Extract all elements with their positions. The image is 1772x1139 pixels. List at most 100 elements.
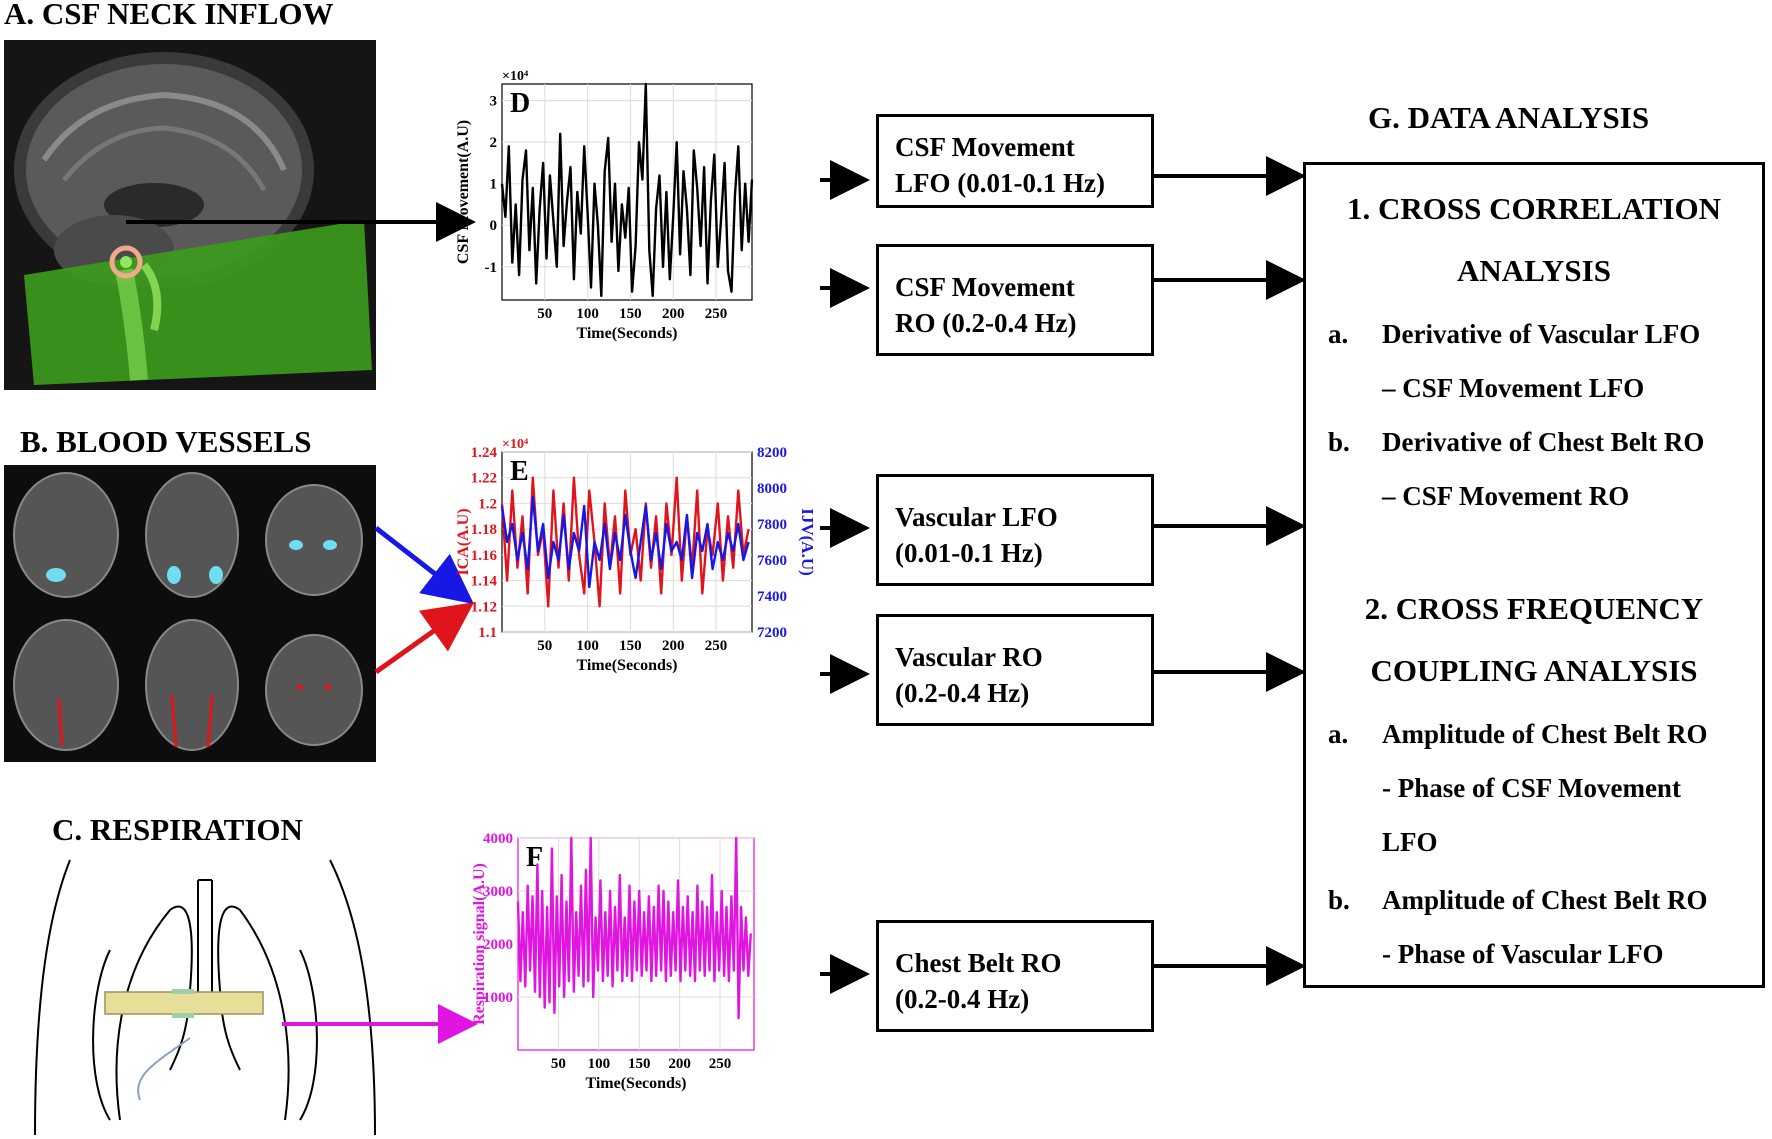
item-2b-line1: Amplitude of Chest Belt RO bbox=[1382, 885, 1708, 915]
series-line-ijv bbox=[500, 495, 750, 589]
y-right-axis-label: IJV(A.U) bbox=[798, 508, 817, 576]
x-axis-label: Time(Seconds) bbox=[585, 1075, 686, 1092]
box-csf-ro-line1: CSF Movement bbox=[895, 272, 1075, 302]
y-right-tick-label: 7400 bbox=[757, 589, 787, 605]
panel-label: F bbox=[526, 842, 543, 873]
x-tick-label: 200 bbox=[662, 638, 685, 654]
y-tick-label: 3 bbox=[490, 94, 498, 110]
item-1b-line1: Derivative of Chest Belt RO bbox=[1382, 427, 1705, 457]
y-axis-label: Respiration signal(A.U) bbox=[471, 863, 488, 1025]
box-chest-belt-ro: Chest Belt RO (0.2-0.4 Hz) bbox=[876, 920, 1154, 1032]
section-title-c: C. RESPIRATION bbox=[52, 812, 303, 847]
item-2a-line3: LFO bbox=[1382, 827, 1438, 857]
y-tick-label: 1.22 bbox=[471, 471, 497, 487]
x-axis-label: Time(Seconds) bbox=[576, 657, 677, 674]
plot-e-group: 50 100 150 200 250 1.1 1.12 1.14 1.16 1.18 1.2 1.22… bbox=[455, 437, 817, 674]
section-title-a: A. CSF NECK INFLOW bbox=[4, 0, 334, 31]
item-2a-line2: - Phase of CSF Movement bbox=[1382, 773, 1681, 803]
blood-vessels-image bbox=[4, 465, 376, 762]
x-tick-label: 150 bbox=[628, 1056, 651, 1072]
panel-label: D bbox=[510, 88, 530, 119]
vessels-drawing bbox=[13, 472, 363, 751]
x-tick-label: 100 bbox=[576, 306, 599, 322]
y-right-tick-label: 7200 bbox=[757, 625, 787, 641]
x-tick-label: 200 bbox=[662, 306, 685, 322]
y-right-tick-label: 8000 bbox=[757, 481, 787, 497]
box-csf-ro-line2: RO (0.2-0.4 Hz) bbox=[895, 308, 1077, 338]
y-tick-label: 0 bbox=[490, 218, 498, 234]
item-2a-marker: a. bbox=[1328, 719, 1349, 749]
y-tick-label: 1.2 bbox=[478, 496, 497, 512]
y-right-tick-label: 7800 bbox=[757, 517, 787, 533]
cross-frequency-heading-1: 2. CROSS FREQUENCY bbox=[1364, 591, 1704, 626]
y-right-tick-label: 8200 bbox=[757, 445, 787, 461]
box-chest-belt-ro-line2: (0.2-0.4 Hz) bbox=[895, 984, 1030, 1014]
y-tick-label: 1.24 bbox=[471, 445, 498, 461]
exponent-label: ×10⁴ bbox=[502, 437, 529, 452]
item-1a-marker: a. bbox=[1328, 319, 1349, 349]
y-tick-label: 1.16 bbox=[471, 548, 498, 564]
y-tick-label: 2 bbox=[490, 135, 498, 151]
box-vascular-lfo-line2: (0.01-0.1 Hz) bbox=[895, 538, 1043, 568]
x-tick-label: 250 bbox=[705, 306, 728, 322]
y-tick-label: 1000 bbox=[483, 990, 513, 1006]
x-tick-label: 100 bbox=[588, 1056, 611, 1072]
y-tick-label: 1.1 bbox=[478, 625, 497, 641]
y-tick-label: -1 bbox=[485, 260, 498, 276]
x-axis-label: Time(Seconds) bbox=[576, 325, 677, 342]
y-tick-label: 2000 bbox=[483, 937, 513, 953]
section-title-g: G. DATA ANALYSIS bbox=[1368, 100, 1650, 135]
y-axis-label: ICA(A.U) bbox=[455, 508, 472, 575]
y-tick-label: 1.18 bbox=[471, 522, 497, 538]
x-tick-label: 250 bbox=[709, 1056, 732, 1072]
item-2b-line2: - Phase of Vascular LFO bbox=[1382, 939, 1664, 969]
y-tick-label: 1.14 bbox=[471, 574, 498, 590]
box-vascular-ro-line1: Vascular RO bbox=[895, 642, 1043, 672]
y-right-tick-label: 7600 bbox=[757, 553, 787, 569]
x-tick-label: 150 bbox=[619, 306, 642, 322]
x-tick-label: 250 bbox=[705, 638, 728, 654]
box-csf-lfo-line1: CSF Movement bbox=[895, 132, 1075, 162]
item-1a-line1: Derivative of Vascular LFO bbox=[1382, 319, 1701, 349]
y-tick-label: 1.12 bbox=[471, 599, 497, 615]
box-vascular-lfo-line1: Vascular LFO bbox=[895, 502, 1058, 532]
x-tick-label: 200 bbox=[668, 1056, 691, 1072]
x-tick-label: 100 bbox=[576, 638, 599, 654]
item-2b-marker: b. bbox=[1328, 885, 1350, 915]
item-2a-line1: Amplitude of Chest Belt RO bbox=[1382, 719, 1708, 749]
series-line-d bbox=[500, 82, 754, 298]
exponent-label: ×10⁴ bbox=[502, 69, 529, 84]
y-axis-label: CSF Movement(A.U) bbox=[455, 120, 472, 264]
box-csf-lfo: CSF Movement LFO (0.01-0.1 Hz) bbox=[876, 114, 1154, 208]
y-tick-label: 1 bbox=[490, 177, 498, 193]
box-vascular-ro: Vascular RO (0.2-0.4 Hz) bbox=[876, 614, 1154, 726]
section-title-b: B. BLOOD VESSELS bbox=[20, 424, 312, 459]
item-1a-line2: – CSF Movement LFO bbox=[1382, 373, 1645, 403]
y-tick-label: 3000 bbox=[483, 884, 513, 900]
series-line-f bbox=[516, 836, 752, 1020]
x-tick-label: 50 bbox=[537, 306, 552, 322]
box-csf-ro: CSF Movement RO (0.2-0.4 Hz) bbox=[876, 244, 1154, 356]
plot-e-ica-ijv: 50 100 150 200 250 1.1 1.12 1.14 1.16 1.18 1.2 1.22… bbox=[455, 437, 817, 674]
data-analysis-box: 1. CROSS CORRELATION ANALYSIS a. Derivat… bbox=[1303, 162, 1765, 988]
item-1b-line2: – CSF Movement RO bbox=[1382, 481, 1630, 511]
cross-frequency-heading-2: COUPLING ANALYSIS bbox=[1370, 653, 1698, 688]
item-1b-marker: b. bbox=[1328, 427, 1350, 457]
x-tick-label: 150 bbox=[619, 638, 642, 654]
panel-label: E bbox=[510, 456, 529, 487]
respiration-body-drawing bbox=[34, 859, 376, 1136]
box-vascular-lfo: Vascular LFO (0.01-0.1 Hz) bbox=[876, 474, 1154, 586]
box-vascular-ro-line2: (0.2-0.4 Hz) bbox=[895, 678, 1030, 708]
cross-correlation-heading-2: ANALYSIS bbox=[1457, 253, 1611, 288]
x-tick-label: 50 bbox=[537, 638, 552, 654]
x-tick-label: 50 bbox=[551, 1056, 566, 1072]
y-tick-label: 4000 bbox=[483, 831, 513, 847]
cross-correlation-heading-1: 1. CROSS CORRELATION bbox=[1346, 191, 1722, 226]
box-csf-lfo-line2: LFO (0.01-0.1 Hz) bbox=[895, 168, 1105, 198]
box-chest-belt-ro-line1: Chest Belt RO bbox=[895, 948, 1062, 978]
